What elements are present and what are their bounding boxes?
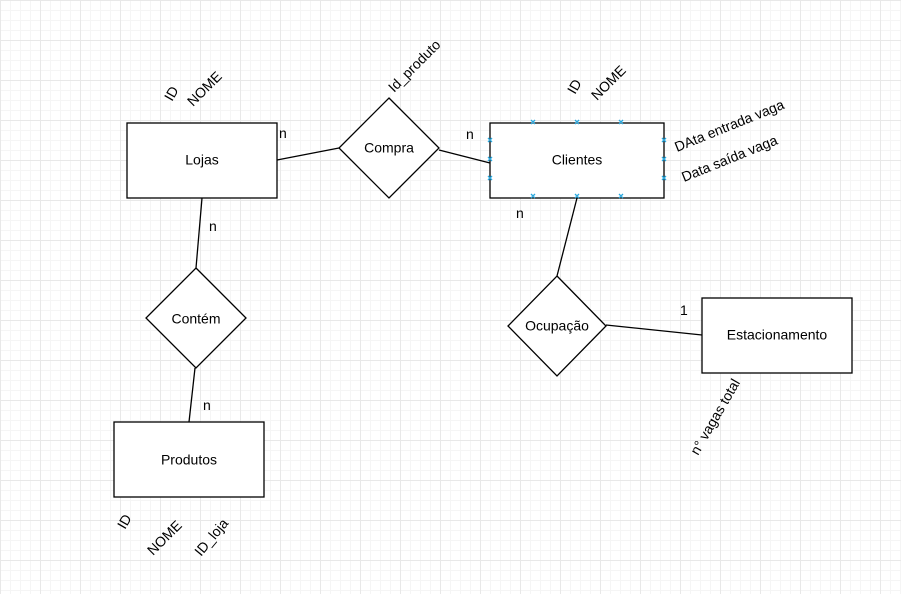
entity-produtos[interactable]: Produtos [113, 421, 265, 498]
cardinality-lojas-compra: n [279, 125, 287, 141]
entity-estacionamento[interactable]: Estacionamento [701, 297, 853, 374]
relationship-contem[interactable]: Contém [145, 267, 247, 369]
cardinality-compra-clientes: n [466, 126, 474, 142]
edge-ocupacao-estacionamento[interactable] [605, 324, 703, 336]
entity-lojas-label: Lojas [185, 152, 218, 168]
attr-lojas-id: ID [161, 83, 182, 103]
entity-clientes[interactable]: Clientes [487, 119, 667, 199]
cardinality-ocupacao-estacionamento: 1 [680, 302, 688, 318]
cardinality-lojas-contem: n [209, 218, 217, 234]
relationship-contem-label: Contém [171, 311, 220, 327]
selection-handles[interactable] [487, 119, 667, 199]
attr-compra-id-produto: Id_produto [385, 36, 444, 95]
entity-produtos-label: Produtos [161, 452, 217, 468]
cardinality-clientes-ocupacao: n [516, 205, 524, 221]
relationship-compra[interactable]: Compra [338, 97, 440, 199]
attr-lojas-nome: NOME [184, 68, 225, 109]
relationship-ocupacao-label: Ocupação [525, 318, 589, 334]
edge-lojas-contem[interactable] [195, 197, 203, 269]
relationship-ocupacao[interactable]: Ocupação [507, 275, 607, 377]
attr-clientes-nome: NOME [588, 62, 629, 103]
attr-estacionamento-vagas: n° vagas total [687, 376, 743, 458]
entity-lojas[interactable]: Lojas [126, 122, 278, 199]
entity-estacionamento-label: Estacionamento [727, 327, 828, 343]
attr-clientes-id: ID [564, 76, 585, 96]
cardinality-contem-produtos: n [203, 397, 211, 413]
attr-produtos-id: ID [114, 511, 135, 531]
edge-clientes-ocupacao[interactable] [556, 197, 578, 277]
entity-clientes-label: Clientes [552, 152, 603, 168]
attr-produtos-id-loja: ID_loja [191, 515, 231, 559]
attr-produtos-nome: NOME [144, 517, 185, 558]
edge-compra-clientes[interactable] [438, 149, 491, 164]
edge-lojas-compra[interactable] [276, 147, 340, 161]
edge-contem-produtos[interactable] [188, 367, 196, 423]
relationship-compra-label: Compra [364, 140, 414, 156]
